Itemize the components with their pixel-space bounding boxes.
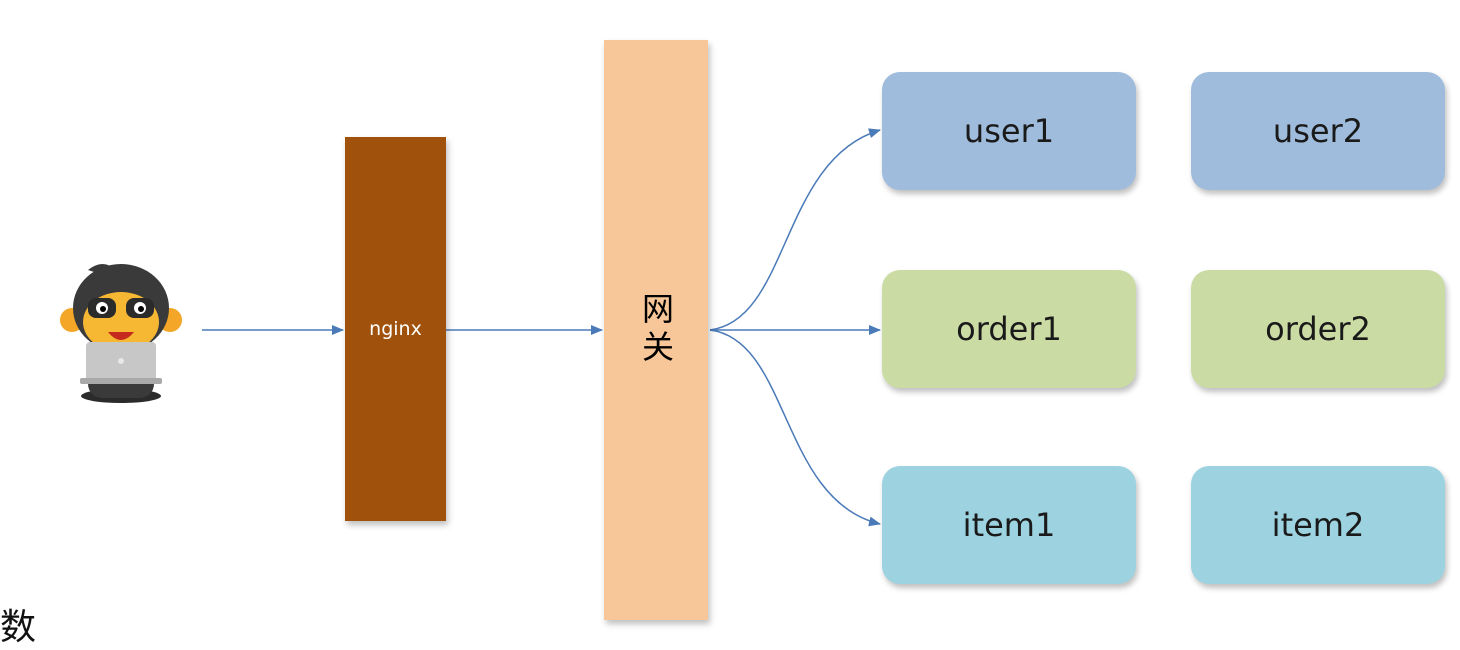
service-order1: order1 (882, 270, 1136, 388)
service-user1-label: user1 (963, 112, 1055, 150)
service-user1: user1 (882, 72, 1136, 190)
gateway-box: 网关 (604, 40, 708, 620)
service-order2: order2 (1191, 270, 1445, 388)
service-user2-label: user2 (1272, 112, 1364, 150)
arrow-gateway-to-item1 (709, 329, 881, 527)
service-item2: item2 (1191, 466, 1445, 584)
service-order1-label: order1 (956, 310, 1062, 348)
nginx-box: nginx (345, 137, 446, 521)
service-item1: item1 (882, 466, 1136, 584)
service-item2-label: item2 (1271, 506, 1365, 544)
nginx-label: nginx (369, 318, 422, 340)
service-order2-label: order2 (1265, 310, 1371, 348)
gateway-label: 网关 (637, 292, 675, 368)
service-user2: user2 (1191, 72, 1445, 190)
arrow-gateway-to-user1 (709, 128, 881, 331)
service-item1-label: item1 (962, 506, 1056, 544)
monkey-with-laptop-icon (60, 264, 182, 403)
corner-text: 数 (0, 607, 37, 648)
